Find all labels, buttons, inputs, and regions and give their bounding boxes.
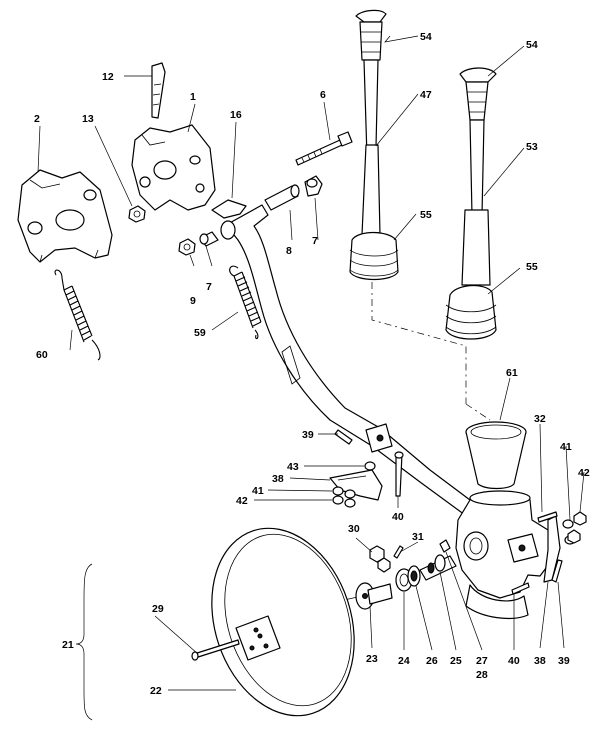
part-7-bushing-right [304, 175, 323, 197]
callout-29: 29 [152, 603, 164, 615]
callout-8: 8 [286, 245, 292, 257]
callout-13: 13 [82, 113, 94, 125]
part-22-disc-blade [211, 527, 355, 717]
frame-arm-tube [220, 204, 471, 516]
callout-55-left: 55 [420, 209, 432, 221]
callout-12: 12 [102, 71, 114, 83]
part-25-shaft [419, 554, 457, 581]
callout-24: 24 [398, 655, 410, 667]
clamp-block [365, 423, 393, 453]
part-43-washer [364, 461, 376, 471]
callout-42-right: 42 [578, 467, 590, 479]
callout-9: 9 [190, 295, 196, 307]
part-42-nut-upper [332, 495, 356, 508]
part-6-bolt [295, 131, 353, 166]
part-55-boot-right [445, 285, 497, 340]
callout-6: 6 [320, 89, 326, 101]
part-40-bolt-upper [394, 451, 404, 497]
callout-55-right: 55 [526, 261, 538, 273]
part-23-hub [329, 582, 393, 610]
callout-23: 23 [366, 653, 378, 665]
part-39-pin-right [551, 559, 563, 583]
part-12-lever-handle [151, 62, 166, 119]
part-42-nut-right [567, 511, 587, 544]
part-54-knob-left [355, 9, 387, 61]
part-7-bushing-left [199, 231, 219, 247]
callout-41-upper: 41 [252, 485, 264, 497]
callout-2: 2 [34, 113, 40, 125]
callout-40-upper: 40 [392, 511, 404, 523]
callout-60: 60 [36, 349, 48, 361]
part-32-bolt [537, 511, 558, 523]
part-54-knob-right [459, 67, 497, 121]
part-47-lever-left [361, 59, 381, 236]
part-41-washer-upper [332, 486, 356, 499]
bracket-21 [75, 563, 93, 721]
callout-43: 43 [287, 461, 299, 473]
callout-47: 47 [420, 89, 432, 101]
callout-38-upper: 38 [272, 473, 284, 485]
part-55-boot-left [349, 231, 399, 281]
part-31-pin [393, 545, 404, 559]
part-30-nut [369, 545, 391, 573]
part-53-lever-right [461, 119, 491, 286]
part-1-lever-bracket [131, 124, 216, 211]
callout-27: 27 [476, 655, 488, 667]
callout-16: 16 [230, 109, 242, 121]
callout-41-right: 41 [560, 441, 572, 453]
callout-31: 31 [412, 531, 424, 543]
callout-21: 21 [62, 639, 74, 651]
callout-40-right: 40 [508, 655, 520, 667]
callout-7-left: 7 [206, 281, 212, 293]
callout-28: 28 [476, 669, 488, 681]
part-2-mounting-bracket [17, 169, 113, 263]
part-60-spring [54, 269, 101, 361]
callout-54-right: 54 [526, 39, 538, 51]
part-40-bolt-right [511, 582, 530, 595]
part-39-pin-upper [334, 429, 353, 445]
callout-22: 22 [150, 685, 162, 697]
leader-lines [37, 35, 585, 691]
assembly-centerlines [371, 282, 491, 421]
part-61-cup [465, 421, 527, 490]
part-26-spacer [407, 565, 421, 587]
callout-26: 26 [426, 655, 438, 667]
callout-53: 53 [526, 141, 538, 153]
part-27-key [439, 539, 451, 553]
callout-42-upper: 42 [236, 495, 248, 507]
callout-38-right: 38 [534, 655, 546, 667]
gearbox-housing [455, 490, 553, 620]
part-29-bolt [191, 639, 240, 661]
part-13-nut [128, 205, 146, 223]
callout-labels: 1 2 12 13 16 6 47 54 54 53 55 55 8 7 9 7… [34, 31, 590, 697]
part-59-spring [229, 265, 262, 340]
part-8-sleeve [264, 184, 300, 211]
part-16-clip [211, 199, 247, 219]
part-9-nut [178, 238, 196, 256]
callout-59: 59 [194, 327, 206, 339]
callout-54-left: 54 [420, 31, 432, 43]
callout-30: 30 [348, 523, 360, 535]
callout-7-right: 7 [312, 235, 318, 247]
callout-25: 25 [450, 655, 462, 667]
callout-32: 32 [534, 413, 546, 425]
callout-61: 61 [506, 367, 518, 379]
callout-39-right: 39 [558, 655, 570, 667]
callout-39-upper: 39 [302, 429, 314, 441]
callout-1: 1 [190, 91, 196, 103]
